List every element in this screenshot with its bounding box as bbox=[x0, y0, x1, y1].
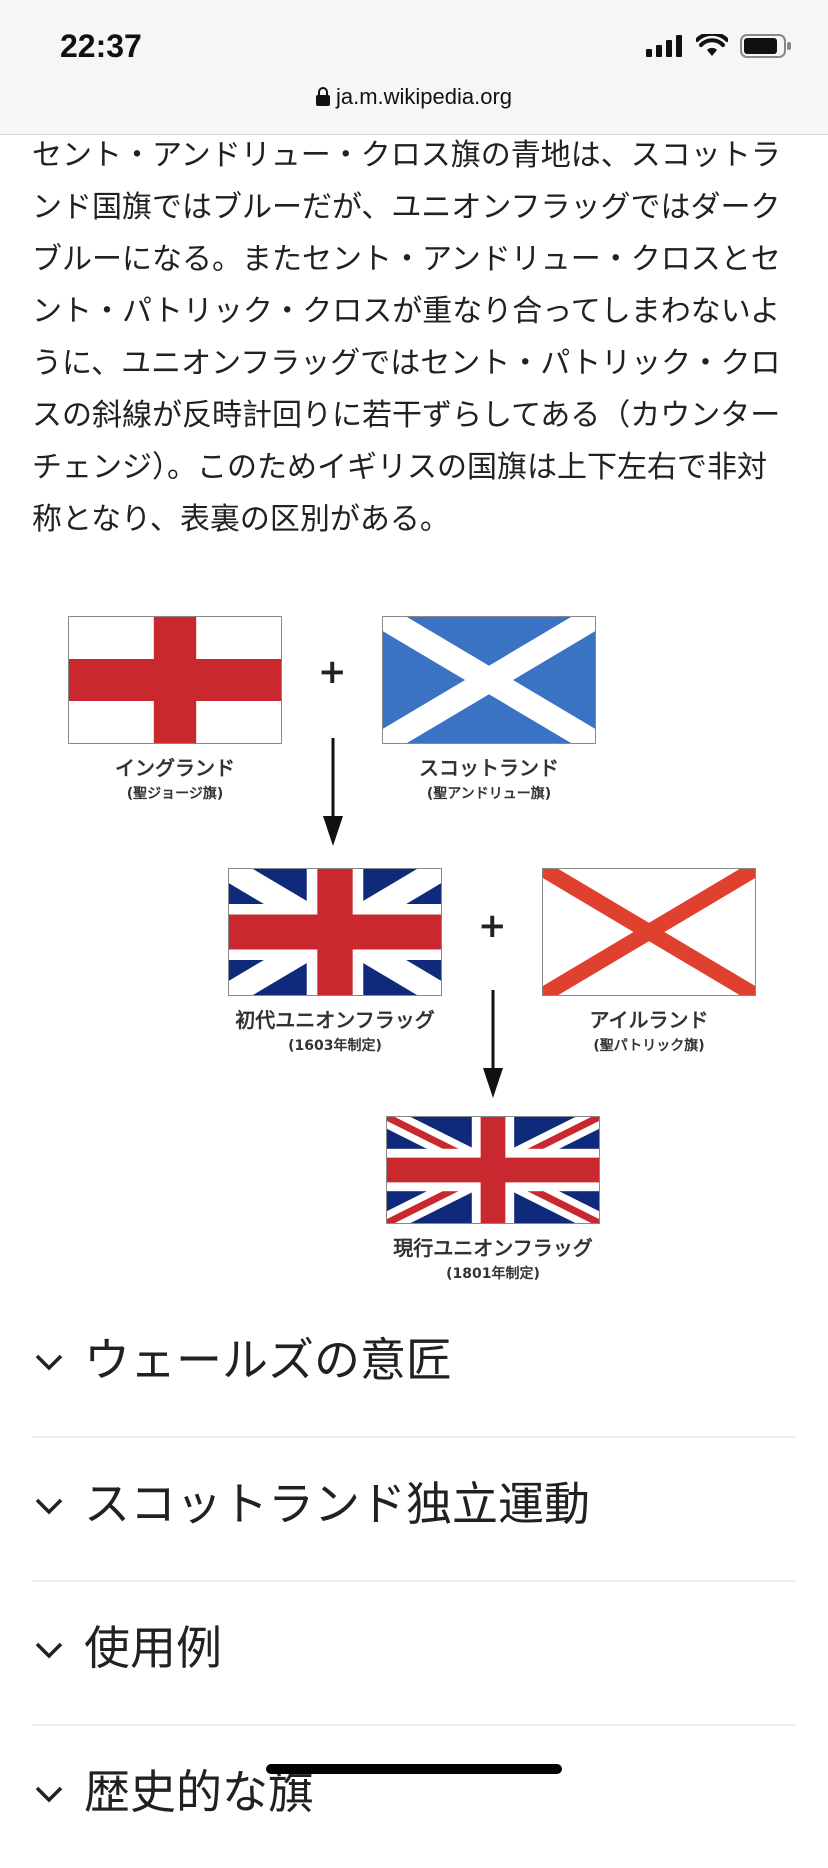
url-bar[interactable]: ja.m.wikipedia.org bbox=[0, 84, 828, 110]
section-wales-design[interactable]: ウェールズの意匠 bbox=[32, 1294, 796, 1438]
england-flag bbox=[68, 616, 282, 744]
chevron-down-icon bbox=[35, 1498, 63, 1515]
section-title: スコットランド独立運動 bbox=[84, 1477, 590, 1531]
article-paragraph: セント・アンドリュー・クロス旗の青地は、スコットランド国旗ではブルーだが、ユニオ… bbox=[32, 138, 781, 537]
current-union-label: 現行ユニオンフラッグ (1801年制定) bbox=[393, 1236, 593, 1282]
wifi-icon bbox=[696, 34, 728, 56]
scotland-flag bbox=[382, 616, 596, 744]
chevron-down-icon bbox=[35, 1642, 63, 1659]
plus-sign: + bbox=[318, 652, 347, 692]
status-time: 22:37 bbox=[60, 28, 142, 64]
arrow-down-icon bbox=[483, 990, 503, 1098]
status-icons bbox=[646, 34, 792, 58]
section-title: 使用例 bbox=[84, 1621, 222, 1675]
scotland-label: スコットランド (聖アンドリュー旗) bbox=[419, 756, 559, 802]
first-union-flag bbox=[228, 868, 442, 996]
england-label: イングランド (聖ジョージ旗) bbox=[115, 756, 235, 802]
lock-icon bbox=[315, 87, 330, 106]
ireland-label: アイルランド (聖パトリック旗) bbox=[589, 1008, 709, 1054]
current-union-flag bbox=[386, 1116, 600, 1224]
chevron-down-icon bbox=[35, 1354, 63, 1371]
section-title: ウェールズの意匠 bbox=[84, 1333, 452, 1387]
section-scottish-independence[interactable]: スコットランド独立運動 bbox=[32, 1438, 796, 1582]
arrow-down-icon bbox=[323, 738, 343, 846]
union-flag-diagram: イングランド (聖ジョージ旗) + スコットランド (聖アンドリュー旗) 初代ユ… bbox=[0, 580, 828, 1282]
section-historical-flags[interactable]: 歴史的な旗 bbox=[32, 1726, 796, 1868]
battery-icon bbox=[740, 34, 791, 58]
ireland-flag bbox=[542, 868, 756, 996]
home-indicator[interactable] bbox=[266, 1764, 562, 1774]
chevron-down-icon bbox=[35, 1786, 63, 1803]
url-text: ja.m.wikipedia.org bbox=[335, 84, 513, 109]
cellular-signal-icon bbox=[646, 35, 682, 57]
browser-status-bar: 22:37 ja.m.wikipedia.org bbox=[0, 0, 828, 135]
section-usage-examples[interactable]: 使用例 bbox=[32, 1582, 796, 1726]
first-union-label: 初代ユニオンフラッグ (1603年制定) bbox=[235, 1008, 435, 1054]
plus-sign: + bbox=[478, 906, 507, 946]
